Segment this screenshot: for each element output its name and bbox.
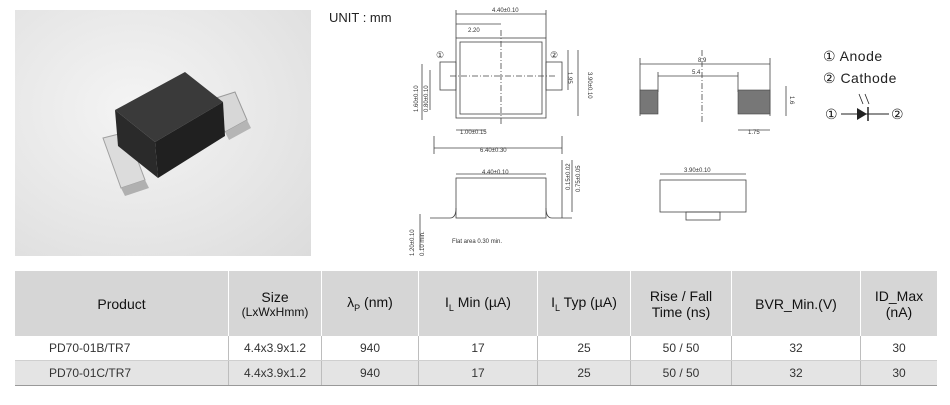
header-il-typ-sub: L: [555, 302, 561, 313]
cell-il-typ: 25: [537, 336, 631, 361]
header-rise-line2: Time (ns): [651, 303, 711, 320]
photodiode-symbol-icon: [841, 93, 889, 121]
pin1-marker: ①: [436, 50, 444, 60]
cell-lambda: 940: [321, 360, 419, 386]
header-size-label: Size: [261, 288, 289, 305]
unit-label: UNIT : mm: [329, 10, 392, 25]
cell-id: 30: [860, 360, 937, 386]
header-lambda-sub: P: [354, 302, 361, 313]
dim-pad-inner: 5.4: [692, 70, 701, 76]
cell-il-min: 17: [418, 336, 538, 361]
cell-bvr: 32: [731, 336, 861, 361]
header-il-min: IL Min (µA): [418, 271, 538, 336]
header-il-min-i: I: [445, 294, 449, 311]
header-lambda-symbol: λ: [347, 294, 355, 311]
table-header-row: Product Size (LxWxHmm) λP (nm) IL Min (µ…: [15, 271, 937, 336]
dim-right-h2: 3.90±0.10: [586, 72, 592, 99]
header-product: Product: [15, 271, 229, 336]
header-rise-fall: Rise / Fall Time (ns): [630, 271, 732, 336]
table-row: PD70-01C/TR7 4.4x3.9x1.2 940 17 25 50 / …: [15, 360, 937, 386]
dim-pad: 1.00±0.15: [460, 130, 487, 136]
dim-pad-h: 1.6: [788, 96, 794, 105]
dim-top-offset: 2.20: [468, 28, 480, 34]
dim-pad-total: 8.9: [698, 58, 707, 64]
dimension-labels: 4.40±0.10 2.20 1.95 3.90±0.10 1.60±0.10 …: [410, 8, 794, 256]
cell-rise-fall: 50 / 50: [630, 360, 732, 386]
header-size: Size (LxWxHmm): [228, 271, 322, 336]
header-il-typ: IL Typ (µA): [537, 271, 631, 336]
dim-side-width: 4.40±0.10: [482, 170, 509, 176]
header-rise-line1: Rise / Fall: [649, 287, 713, 304]
cell-bvr: 32: [731, 360, 861, 386]
header-id: ID_Max (nA): [860, 271, 937, 336]
dim-flat-note: Flat area 0.30 min.: [452, 239, 502, 245]
cell-il-min: 17: [418, 360, 538, 386]
dimension-drawing: 4.40±0.10 2.20 1.95 3.90±0.10 1.60±0.10 …: [410, 8, 794, 256]
header-il-typ-i: I: [551, 294, 556, 311]
dim-side-t2: 0.75±0.05: [576, 165, 582, 192]
cell-size: 4.4x3.9x1.2: [228, 360, 322, 386]
dim-side-h1: 1.20±0.10: [410, 229, 416, 256]
dim-left-v2: 0.80±0.10: [424, 85, 430, 112]
dim-right-h1: 1.95: [566, 72, 572, 84]
pin2-marker: ②: [550, 50, 558, 60]
cell-il-typ: 25: [537, 360, 631, 386]
cell-id: 30: [860, 336, 937, 361]
header-bvr: BVR_Min.(V): [731, 271, 861, 336]
dim-side-h2: 0.10 min.: [420, 231, 426, 256]
pin-legend: ① Anode ② Cathode ① ②: [823, 48, 904, 126]
header-lambda: λP (nm): [321, 271, 419, 336]
photodiode-image: [102, 72, 251, 196]
cell-product: PD70-01C/TR7: [15, 360, 229, 386]
header-lambda-unit: (nm): [360, 294, 393, 311]
legend-cathode: ② Cathode: [823, 70, 897, 86]
diode-symbol-row: ① ②: [823, 92, 904, 126]
cell-size: 4.4x3.9x1.2: [228, 336, 322, 361]
dim-side-t1: 0.15±0.02: [566, 163, 572, 190]
header-il-typ-label: Typ (µA): [560, 294, 617, 311]
product-photo: [15, 10, 311, 256]
cell-product: PD70-01B/TR7: [15, 336, 229, 361]
cell-lambda: 940: [321, 336, 419, 361]
header-il-min-sub: L: [448, 302, 454, 313]
specs-table: Product Size (LxWxHmm) λP (nm) IL Min (µ…: [15, 271, 937, 386]
dim-top-width: 4.40±0.10: [492, 8, 519, 14]
dim-end-width: 3.90±0.10: [684, 168, 711, 174]
cell-rise-fall: 50 / 50: [630, 336, 732, 361]
symbol-pin1: ①: [825, 106, 839, 122]
legend-anode: ① Anode: [823, 48, 883, 64]
header-il-min-label: Min (µA): [453, 294, 511, 311]
dim-total-width: 6.40±0.30: [480, 148, 507, 154]
dim-pad-w: 1.75: [748, 130, 760, 136]
dim-left-v1: 1.60±0.10: [414, 85, 420, 112]
symbol-pin2: ②: [891, 106, 905, 122]
header-size-sub: (LxWxHmm): [241, 304, 309, 319]
table-row: PD70-01B/TR7 4.4x3.9x1.2 940 17 25 50 / …: [15, 336, 937, 361]
